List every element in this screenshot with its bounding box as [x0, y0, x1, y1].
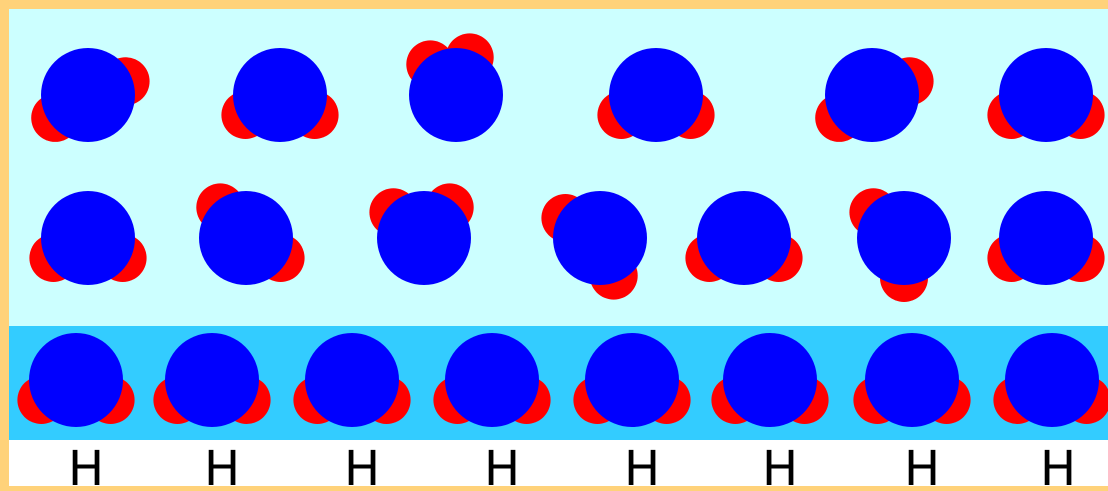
- hydrogen-label: H: [1040, 441, 1076, 491]
- hydrogen-label: H: [204, 441, 240, 491]
- water-molecule: [711, 333, 829, 427]
- molecule-core: [999, 48, 1093, 142]
- molecule-core: [609, 48, 703, 142]
- molecule-core: [305, 333, 399, 427]
- water-molecule: [221, 48, 339, 142]
- water-molecule: [196, 183, 305, 285]
- water-molecule: [153, 333, 271, 427]
- water-molecule: [853, 333, 971, 427]
- water-molecule: [849, 188, 951, 302]
- water-molecule: [17, 333, 135, 427]
- hydrogen-label: H: [68, 441, 104, 491]
- molecule-core: [41, 191, 135, 285]
- molecule-core: [697, 191, 791, 285]
- water-molecule: [31, 48, 150, 142]
- molecule-core: [865, 333, 959, 427]
- water-molecule: [433, 333, 551, 427]
- molecule-core: [41, 48, 135, 142]
- molecule-core: [723, 333, 817, 427]
- molecule-core: [585, 333, 679, 427]
- molecule-core: [825, 48, 919, 142]
- water-molecule: [685, 191, 803, 285]
- water-molecule: [993, 333, 1108, 427]
- water-molecule: [597, 48, 715, 142]
- molecule-core: [1005, 333, 1099, 427]
- molecule-core: [409, 48, 503, 142]
- water-molecule: [406, 33, 503, 142]
- water-molecule: [815, 48, 934, 142]
- water-molecule: [29, 191, 147, 285]
- hydrogen-label: H: [484, 441, 520, 491]
- molecule-core: [999, 191, 1093, 285]
- molecule-core: [165, 333, 259, 427]
- water-molecule: [293, 333, 411, 427]
- water-molecules: [17, 33, 1108, 427]
- water-molecule: [573, 333, 691, 427]
- molecule-core: [199, 191, 293, 285]
- water-molecule: [987, 191, 1105, 285]
- water-molecule: [987, 48, 1105, 142]
- molecule-core: [29, 333, 123, 427]
- hydrogen-label: H: [904, 441, 940, 491]
- bulk-water-region: [9, 9, 1108, 326]
- hydrogen-label: H: [762, 441, 798, 491]
- molecule-core: [445, 333, 539, 427]
- water-molecule: [541, 191, 647, 300]
- molecule-core: [857, 191, 951, 285]
- substrate-labels: H H H H H H H H: [68, 441, 1076, 491]
- substrate-surface: [9, 440, 1108, 486]
- molecule-core: [553, 191, 647, 285]
- molecule-core: [233, 48, 327, 142]
- hydrogen-label: H: [624, 441, 660, 491]
- water-molecule: [369, 183, 474, 285]
- molecule-core: [377, 191, 471, 285]
- hydrogen-label: H: [344, 441, 380, 491]
